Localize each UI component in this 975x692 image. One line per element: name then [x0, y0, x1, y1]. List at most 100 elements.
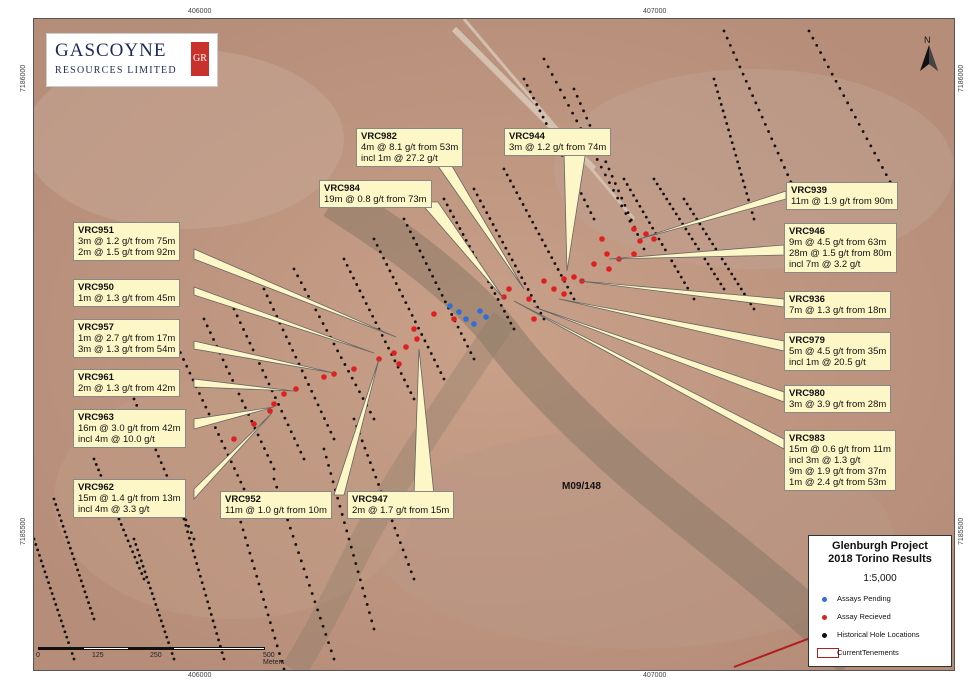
callout-vrc946[interactable]: VRC946 9m @ 4.5 g/t from 63m 28m @ 1.5 g… — [784, 223, 897, 273]
historical-hole — [296, 274, 300, 278]
historical-hole — [282, 667, 286, 670]
historical-hole — [884, 173, 888, 177]
callout-vrc936[interactable]: VRC936 7m @ 1.3 g/t from 18m — [784, 291, 892, 319]
callout-vrc963[interactable]: VRC963 16m @ 3.0 g/t from 42m incl 4m @ … — [73, 409, 186, 448]
historical-hole — [478, 199, 482, 203]
historical-hole — [620, 196, 624, 200]
historical-hole — [491, 223, 495, 226]
historical-hole — [466, 344, 470, 348]
historical-hole — [303, 376, 307, 380]
historical-hole — [482, 205, 485, 209]
callout-vrc961[interactable]: VRC961 2m @ 1.3 g/t from 42m — [73, 369, 181, 397]
callout-vrc962[interactable]: VRC962 15m @ 1.4 g/t from 13m incl 4m @ … — [73, 479, 186, 518]
historical-hole — [409, 391, 413, 395]
historical-hole — [838, 87, 842, 90]
assay-received-hole — [643, 231, 649, 237]
historical-hole — [195, 562, 199, 565]
historical-hole — [286, 423, 290, 427]
historical-hole — [242, 487, 246, 491]
historical-hole — [624, 212, 628, 215]
historical-hole — [773, 144, 777, 148]
historical-hole — [873, 151, 877, 155]
historical-hole — [132, 537, 136, 541]
historical-hole — [496, 298, 500, 301]
historical-hole — [361, 397, 365, 400]
historical-hole — [538, 109, 542, 113]
historical-hole — [122, 528, 125, 532]
callout-vrc950[interactable]: VRC950 1m @ 1.3 g/t from 45m — [73, 279, 181, 307]
historical-hole — [323, 417, 326, 420]
historical-hole — [807, 29, 811, 33]
historical-hole — [310, 592, 314, 595]
historical-hole — [239, 480, 243, 484]
callout-vrc980[interactable]: VRC980 3m @ 3.9 g/t from 28m — [784, 385, 892, 413]
historical-hole — [671, 207, 675, 211]
callout-leader — [193, 248, 397, 338]
historical-hole — [204, 593, 208, 597]
callout-vrc984[interactable]: VRC984 19m @ 0.8 g/t from 73m — [319, 180, 432, 208]
historical-hole — [145, 575, 149, 579]
callout-vrc952[interactable]: VRC952 11m @ 1.0 g/t from 10m — [220, 491, 332, 519]
historical-hole — [126, 539, 130, 543]
historical-hole — [272, 477, 276, 481]
historical-hole — [272, 467, 276, 471]
historical-hole — [142, 577, 146, 581]
historical-hole — [213, 625, 217, 629]
callout-vrc939[interactable]: VRC939 11m @ 1.9 g/t from 90m — [786, 182, 898, 210]
callout-vrc979[interactable]: VRC979 5m @ 4.5 g/t from 35m incl 1m @ 2… — [784, 332, 892, 371]
historical-hole — [148, 586, 152, 590]
historical-hole — [752, 307, 756, 311]
assay-received-hole — [561, 276, 567, 282]
historical-hole — [770, 137, 774, 141]
historical-hole — [147, 581, 150, 585]
historical-hole — [541, 115, 545, 119]
historical-hole — [365, 603, 369, 606]
callout-vrc982[interactable]: VRC982 4m @ 8.1 g/t from 53m incl 1m @ 2… — [356, 128, 464, 167]
historical-hole — [662, 192, 665, 196]
legend-item-pending: Assays Pending — [817, 594, 891, 603]
historical-hole — [396, 533, 400, 537]
historical-hole — [302, 567, 306, 571]
historical-hole — [399, 372, 403, 375]
legend-item-historical: Historical Hole Locations — [817, 630, 920, 639]
historical-hole — [744, 79, 748, 83]
assay-pending-hole — [456, 309, 462, 315]
historical-hole — [59, 519, 63, 523]
historical-hole — [404, 555, 408, 559]
historical-hole — [223, 446, 227, 450]
historical-hole — [197, 568, 200, 572]
historical-hole — [375, 243, 379, 247]
historical-hole — [189, 531, 193, 535]
historical-hole — [410, 313, 414, 317]
historical-hole — [531, 220, 535, 224]
historical-hole — [559, 273, 563, 277]
historical-hole — [632, 193, 635, 197]
callout-vrc947[interactable]: VRC947 2m @ 1.7 g/t from 15m — [347, 491, 455, 519]
tenement-label: M09/148 — [562, 481, 601, 492]
historical-hole — [250, 559, 254, 563]
callout-vrc957[interactable]: VRC957 1m @ 2.7 g/t from 17m 3m @ 1.3 g/… — [73, 319, 181, 358]
assay-received-hole — [391, 350, 397, 356]
historical-hole — [54, 503, 58, 506]
historical-hole — [583, 198, 586, 202]
historical-hole — [458, 227, 462, 230]
assay-received-hole — [396, 361, 402, 367]
historical-hole — [506, 315, 510, 319]
historical-hole — [324, 455, 328, 459]
historical-hole — [205, 324, 209, 328]
historical-hole — [711, 242, 715, 246]
assays-pending-holes — [447, 303, 489, 327]
callout-vrc983[interactable]: VRC983 15m @ 0.6 g/t from 11m incl 3m @ … — [784, 430, 896, 491]
historical-hole — [701, 227, 705, 231]
callout-vrc951[interactable]: VRC951 3m @ 1.2 g/t from 75m 2m @ 1.5 g/… — [73, 222, 181, 261]
assay-received-hole — [506, 286, 512, 292]
historical-hole — [539, 311, 543, 315]
satellite-map[interactable]: GASCOYNE RESOURCES LIMITED GR N VRC982 4… — [33, 18, 955, 671]
historical-hole — [212, 338, 215, 341]
callout-vrc944[interactable]: VRC944 3m @ 1.2 g/t from 74m — [504, 128, 612, 156]
historical-hole — [534, 226, 538, 230]
historical-hole — [340, 513, 344, 516]
historical-hole — [409, 570, 413, 574]
track — [462, 19, 636, 220]
historical-hole — [261, 368, 265, 372]
